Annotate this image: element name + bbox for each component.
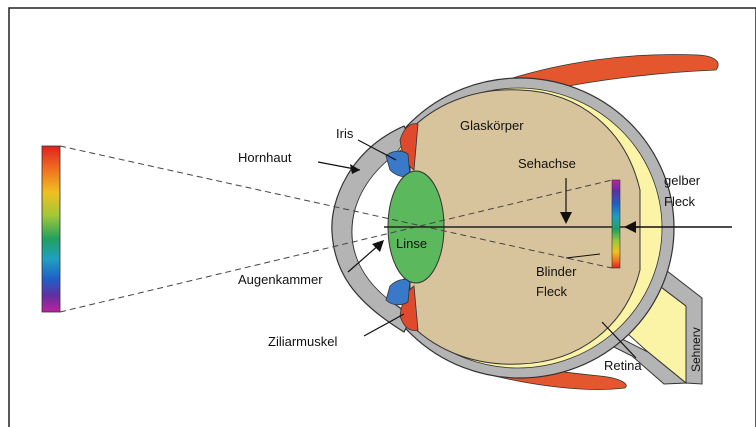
label-retina: Retina [604,358,642,373]
object-spectrum [42,146,60,312]
label-blinder-fleck-line2: Fleck [536,284,568,299]
label-linse: Linse [396,236,427,251]
label-blinder-fleck-line1: Blinder [536,264,577,279]
label-gelber-fleck-line2: Fleck [664,194,696,209]
label-hornhaut: Hornhaut [238,150,292,165]
label-ziliarmuskel: Ziliarmuskel [268,334,337,349]
label-augenkammer: Augenkammer [238,272,323,287]
label-glaskoerper: Glaskörper [460,118,524,133]
label-sehachse: Sehachse [518,156,576,171]
retinal-image [612,180,620,268]
label-sehnerv: Sehnerv [689,327,703,372]
label-iris: Iris [336,126,354,141]
label-gelber-fleck-line1: gelber [664,173,701,188]
